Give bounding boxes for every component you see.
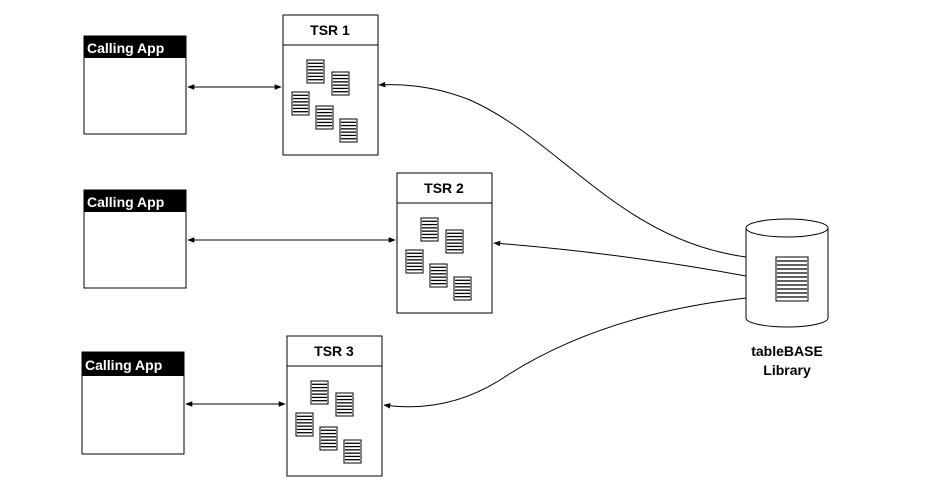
- tsr-2: TSR 2: [396, 172, 493, 314]
- library-label-line1: tableBASE: [751, 343, 823, 359]
- calling-app-2-title: Calling App: [87, 194, 164, 210]
- tablebase-library-cylinder: [745, 218, 829, 328]
- calling-app-3: Calling App: [81, 351, 185, 455]
- tsr-1: TSR 1: [282, 14, 379, 156]
- table-icon: [339, 118, 358, 143]
- table-icon: [291, 91, 310, 116]
- calling-app-1-title: Calling App: [87, 40, 164, 56]
- library-tsr2-curve: [493, 240, 747, 277]
- table-icon: [319, 426, 338, 451]
- table-icon: [331, 71, 350, 96]
- tsr-2-table-icons: [405, 217, 472, 301]
- table-icon: [310, 380, 329, 405]
- calling-app-2: Calling App: [83, 189, 187, 289]
- table-icon: [405, 249, 424, 274]
- table-icon: [295, 412, 314, 437]
- table-icon: [420, 217, 439, 242]
- table-icon: [429, 263, 448, 288]
- tsr-2-title: TSR 2: [424, 180, 464, 196]
- library-table-icon: [775, 256, 809, 302]
- table-icon: [315, 105, 334, 130]
- table-icon: [445, 229, 464, 254]
- tsr-1-title: TSR 1: [310, 22, 350, 38]
- calling-app-1: Calling App: [83, 35, 187, 135]
- table-icon: [453, 276, 472, 301]
- tsr-3-table-icons: [295, 380, 362, 464]
- library-tsr3-curve: [383, 297, 747, 409]
- calling-app-3-title: Calling App: [85, 357, 162, 373]
- tsr-3: TSR 3: [286, 335, 383, 477]
- tsr-3-title: TSR 3: [314, 343, 354, 359]
- library-tsr1-curve: [378, 81, 747, 258]
- library-label-line2: Library: [763, 362, 811, 378]
- table-icon: [335, 392, 354, 417]
- tsr-1-table-icons: [291, 59, 358, 143]
- table-icon: [306, 59, 325, 84]
- table-icon: [343, 439, 362, 464]
